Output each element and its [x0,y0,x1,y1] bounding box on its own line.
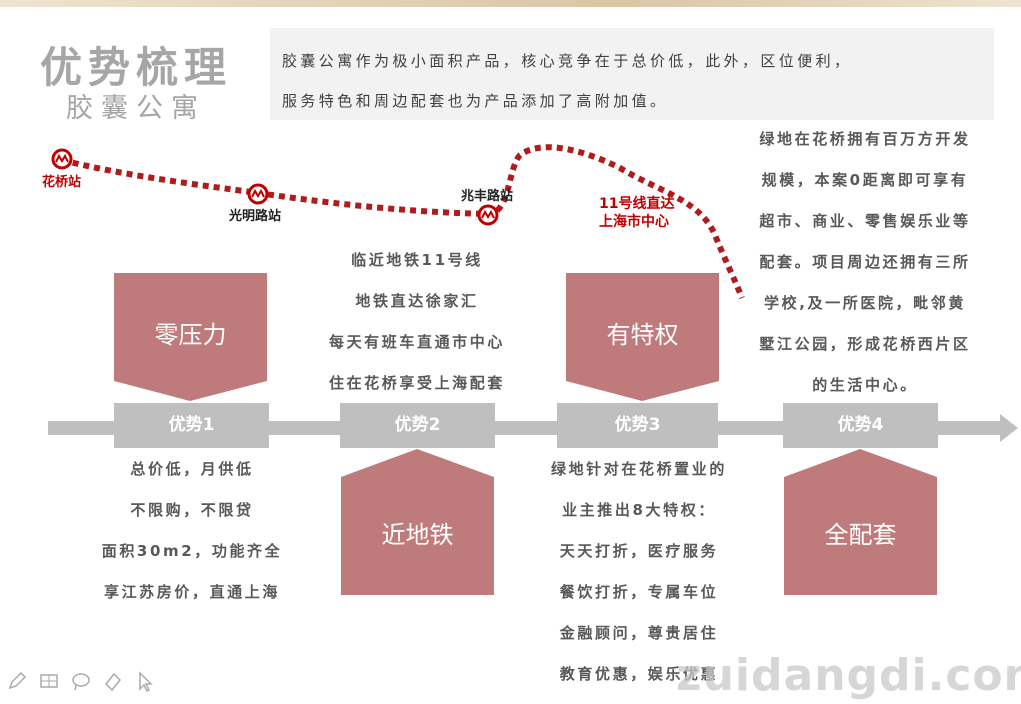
detail-line: 规模，本案0距离即可享有 [761,171,969,189]
detail-line: 超市、商业、零售娱乐业等 [759,212,971,230]
eraser-icon[interactable] [102,670,124,692]
station-label-guangminglu: 光明路站 [229,209,282,224]
top-decor-bar [0,0,1021,7]
advantage-1-tag: 优势1 [114,403,269,448]
detail-line: 地铁直达徐家汇 [355,292,479,310]
timeline-axis [48,421,1000,435]
slideshow-toolbar [6,670,156,693]
station-label-zhaofenglu: 兆丰路站 [461,189,514,204]
advantage-1-callout: 零压力 [114,273,267,401]
advantage-2-headline: 近地铁 [381,521,454,549]
advantage-4-callout: 全配套 [784,449,937,595]
watermark: zuidangdi.com [676,650,1021,701]
detail-line: 天天打折，医疗服务 [559,542,719,560]
advantage-2-tag: 优势2 [340,403,495,448]
pen-icon[interactable] [6,670,28,692]
detail-line: 临近地铁11号线 [351,251,483,269]
advantage-1-details: 总价低，月供低 不限购，不限贷 面积30m2，功能齐全 享江苏房价，直通上海 [72,458,312,622]
intro-line-2: 服务特色和周边配套也为产品添加了高附加值。 [282,92,669,110]
detail-line: 金融顾问，尊贵居住 [559,624,719,642]
detail-line: 业主推出8大特权： [562,501,716,519]
route-path [61,144,745,300]
advantage-3-details: 绿地针对在花桥置业的 业主推出8大特权： 天天打折，医疗服务 餐饮打折，专属车位… [524,458,754,704]
detail-line: 配套。项目周边还拥有三所 [759,253,971,271]
detail-line: 住在花桥享受上海配套 [328,374,505,392]
metro-station-icon [477,204,499,226]
page-subtitle: 胶囊公寓 [66,93,206,124]
detail-line: 享江苏房价，直通上海 [103,583,280,601]
detail-line: 不限购，不限贷 [130,501,254,519]
grid-icon[interactable] [38,670,60,692]
advantage-1-headline: 零压力 [154,321,227,349]
intro-panel: 胶囊公寓作为极小面积产品，核心竞争在于总价低，此外，区位便利， 服务特色和周边配… [270,28,994,120]
detail-line: 每天有班车直通市中心 [328,333,505,351]
metro-station-icon [51,148,73,170]
detail-line: 总价低，月供低 [130,460,254,478]
route-note-line1: 11号线直达 [599,196,675,212]
advantage-3-tag: 优势3 [557,403,718,448]
pointer-icon[interactable] [134,670,156,693]
detail-line: 墅江公园，形成花桥西片区 [759,335,971,353]
detail-line: 餐饮打折，专属车位 [559,583,719,601]
metro-station-icon [247,183,269,205]
detail-line: 的生活中心。 [812,376,918,394]
advantage-4-details: 绿地在花桥拥有百万方开发 规模，本案0距离即可享有 超市、商业、零售娱乐业等 配… [735,128,995,415]
route-note-line2: 上海市中心 [599,214,669,230]
advantage-4-headline: 全配套 [824,521,897,549]
station-label-huaqiao: 花桥站 [42,175,82,190]
advantage-2-details: 临近地铁11号线 地铁直达徐家汇 每天有班车直通市中心 住在花桥享受上海配套 [300,249,534,413]
advantage-3-callout: 有特权 [566,273,719,401]
detail-line: 绿地在花桥拥有百万方开发 [759,130,971,148]
advantage-4-tag: 优势4 [783,403,938,448]
advantage-2-callout: 近地铁 [341,449,494,595]
intro-line-1: 胶囊公寓作为极小面积产品，核心竞争在于总价低，此外，区位便利， [282,52,853,70]
detail-line: 教育优惠，娱乐优惠 [559,665,719,683]
detail-line: 面积30m2，功能齐全 [101,542,283,560]
advantage-3-headline: 有特权 [606,321,679,349]
detail-line: 学校,及一所医院，毗邻黄 [764,294,966,312]
lasso-icon[interactable] [70,670,92,692]
page-title: 优势梳理 [40,43,233,92]
detail-line: 绿地针对在花桥置业的 [550,460,727,478]
